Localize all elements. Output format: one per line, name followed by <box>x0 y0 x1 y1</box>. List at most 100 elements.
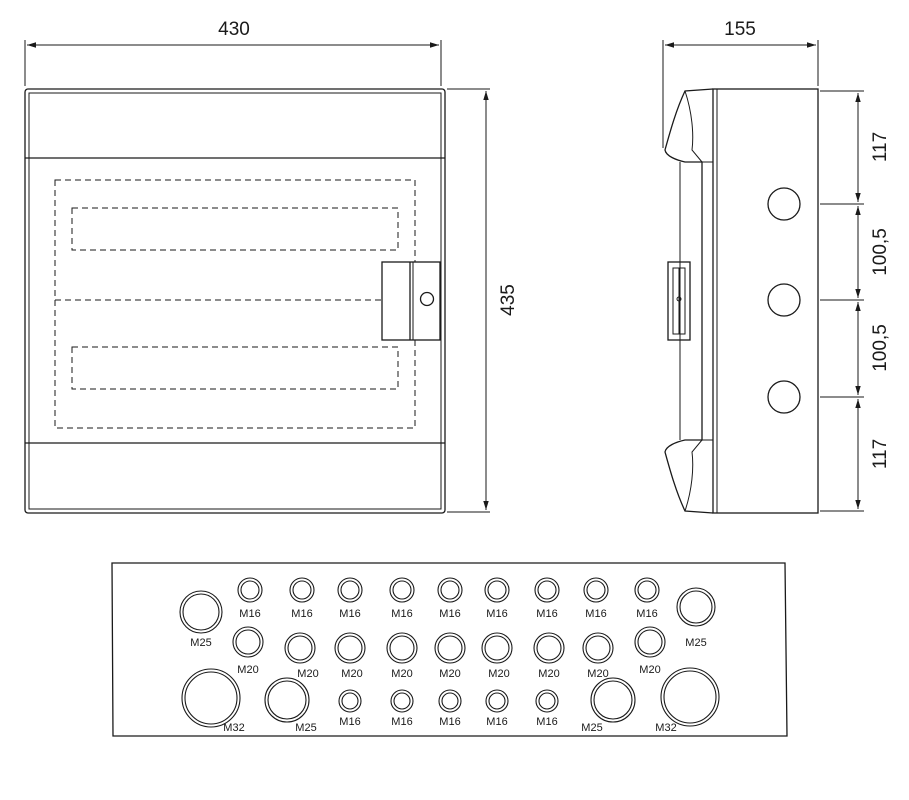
knockout-m16: M16 <box>438 689 462 728</box>
knockout-circle <box>582 632 614 664</box>
knockout-label: M25 <box>581 722 602 734</box>
knockout-circle <box>438 689 462 713</box>
knockout-label: M16 <box>486 608 507 620</box>
knockout-m16: M16 <box>437 577 463 620</box>
knockout-label: M16 <box>391 716 412 728</box>
side-latch <box>667 261 691 341</box>
knockout-inner-circle <box>538 692 556 710</box>
knockout-inner-circle <box>586 580 606 600</box>
knockout-m16: M16 <box>634 577 660 620</box>
knockout-circle <box>390 689 414 713</box>
knockout-inner-circle <box>536 635 562 661</box>
front-din-rail-upper <box>71 207 399 251</box>
side-knockout-lower <box>767 380 801 414</box>
knockout-m20: M20 <box>582 632 614 680</box>
knockout-m16: M16 <box>534 577 560 620</box>
knockout-inner-circle <box>393 692 411 710</box>
side-segment-label-3: 100,5 <box>870 324 891 372</box>
knockout-circle <box>337 577 363 603</box>
knockout-circle <box>434 632 466 664</box>
knockout-inner-circle <box>484 635 510 661</box>
knockout-circle <box>237 577 263 603</box>
knockout-label: M20 <box>488 668 509 680</box>
knockout-inner-circle <box>441 692 459 710</box>
knockout-label: M20 <box>237 664 258 676</box>
knockout-circle <box>289 577 315 603</box>
latch-screw-icon <box>419 291 435 307</box>
knockout-label: M25 <box>295 722 316 734</box>
knockout-inner-circle <box>292 580 312 600</box>
knockout-m16: M16 <box>583 577 609 620</box>
side-vertical-dimensions: 117 100,5 100,5 117 <box>820 90 891 512</box>
side-enclosure-body <box>712 88 819 514</box>
bottom-panel-outline <box>111 562 788 737</box>
knockout-label: M32 <box>223 722 244 734</box>
knockout-m16: M16 <box>337 577 363 620</box>
side-knockout-upper <box>767 187 801 221</box>
knockout-inner-circle <box>593 680 633 720</box>
knockout-inner-circle <box>487 580 507 600</box>
knockout-label: M16 <box>391 608 412 620</box>
knockout-m16: M16 <box>289 577 315 620</box>
knockout-circle <box>634 626 666 658</box>
knockout-label: M16 <box>339 608 360 620</box>
knockout-m20: M20 <box>232 626 264 676</box>
side-depth-dimension: 155 <box>662 19 819 148</box>
knockout-circle <box>437 577 463 603</box>
side-view: 155 117 100,5 100,5 117 <box>662 19 891 514</box>
knockout-label: M20 <box>341 668 362 680</box>
knockout-label: M16 <box>439 608 460 620</box>
knockout-inner-circle <box>679 590 713 624</box>
knockout-circle <box>334 632 366 664</box>
knockout-m20: M20 <box>284 632 319 680</box>
knockout-m20: M20 <box>334 632 366 680</box>
knockout-circle <box>338 689 362 713</box>
knockout-circle <box>181 668 241 728</box>
knockout-inner-circle <box>585 635 611 661</box>
side-depth-label: 155 <box>724 19 756 40</box>
knockout-label: M25 <box>685 637 706 649</box>
side-segment-label-2: 100,5 <box>870 228 891 276</box>
knockout-m20: M20 <box>434 632 466 680</box>
front-inner-dashed-frame <box>54 179 416 429</box>
knockout-circle <box>264 677 310 723</box>
knockout-circle <box>533 632 565 664</box>
front-view: 430 435 <box>24 19 519 514</box>
knockout-m32: M32 <box>181 668 245 734</box>
knockout-m32: M32 <box>655 667 720 734</box>
front-height-dimension: 435 <box>447 88 519 513</box>
knockout-circle <box>179 590 223 634</box>
knockout-inner-circle <box>389 635 415 661</box>
knockout-inner-circle <box>337 635 363 661</box>
knockout-label: M16 <box>239 608 260 620</box>
knockout-label: M16 <box>339 716 360 728</box>
knockout-label: M16 <box>439 716 460 728</box>
knockout-m25: M25 <box>264 677 317 734</box>
front-latch <box>381 261 441 341</box>
knockout-m25: M25 <box>581 677 636 734</box>
knockout-m16: M16 <box>389 577 415 620</box>
knockout-inner-circle <box>184 671 238 725</box>
knockout-label: M16 <box>486 716 507 728</box>
knockout-circle <box>583 577 609 603</box>
knockout-circle <box>232 626 264 658</box>
knockout-inner-circle <box>267 680 307 720</box>
knockout-inner-circle <box>537 580 557 600</box>
front-width-dimension: 430 <box>24 19 442 86</box>
knockout-circle <box>481 632 513 664</box>
knockout-circle <box>389 577 415 603</box>
knockout-m16: M16 <box>237 577 263 620</box>
knockout-inner-circle <box>392 580 412 600</box>
knockout-inner-circle <box>488 692 506 710</box>
knockout-m20: M20 <box>481 632 513 680</box>
knockout-label: M20 <box>297 668 318 680</box>
side-segment-label-1: 117 <box>870 132 891 162</box>
knockout-label: M16 <box>636 608 657 620</box>
side-knockout-middle <box>767 283 801 317</box>
knockout-m16: M16 <box>485 689 509 728</box>
front-din-rail-lower <box>71 346 399 390</box>
front-enclosure-inner-edge <box>28 92 442 510</box>
